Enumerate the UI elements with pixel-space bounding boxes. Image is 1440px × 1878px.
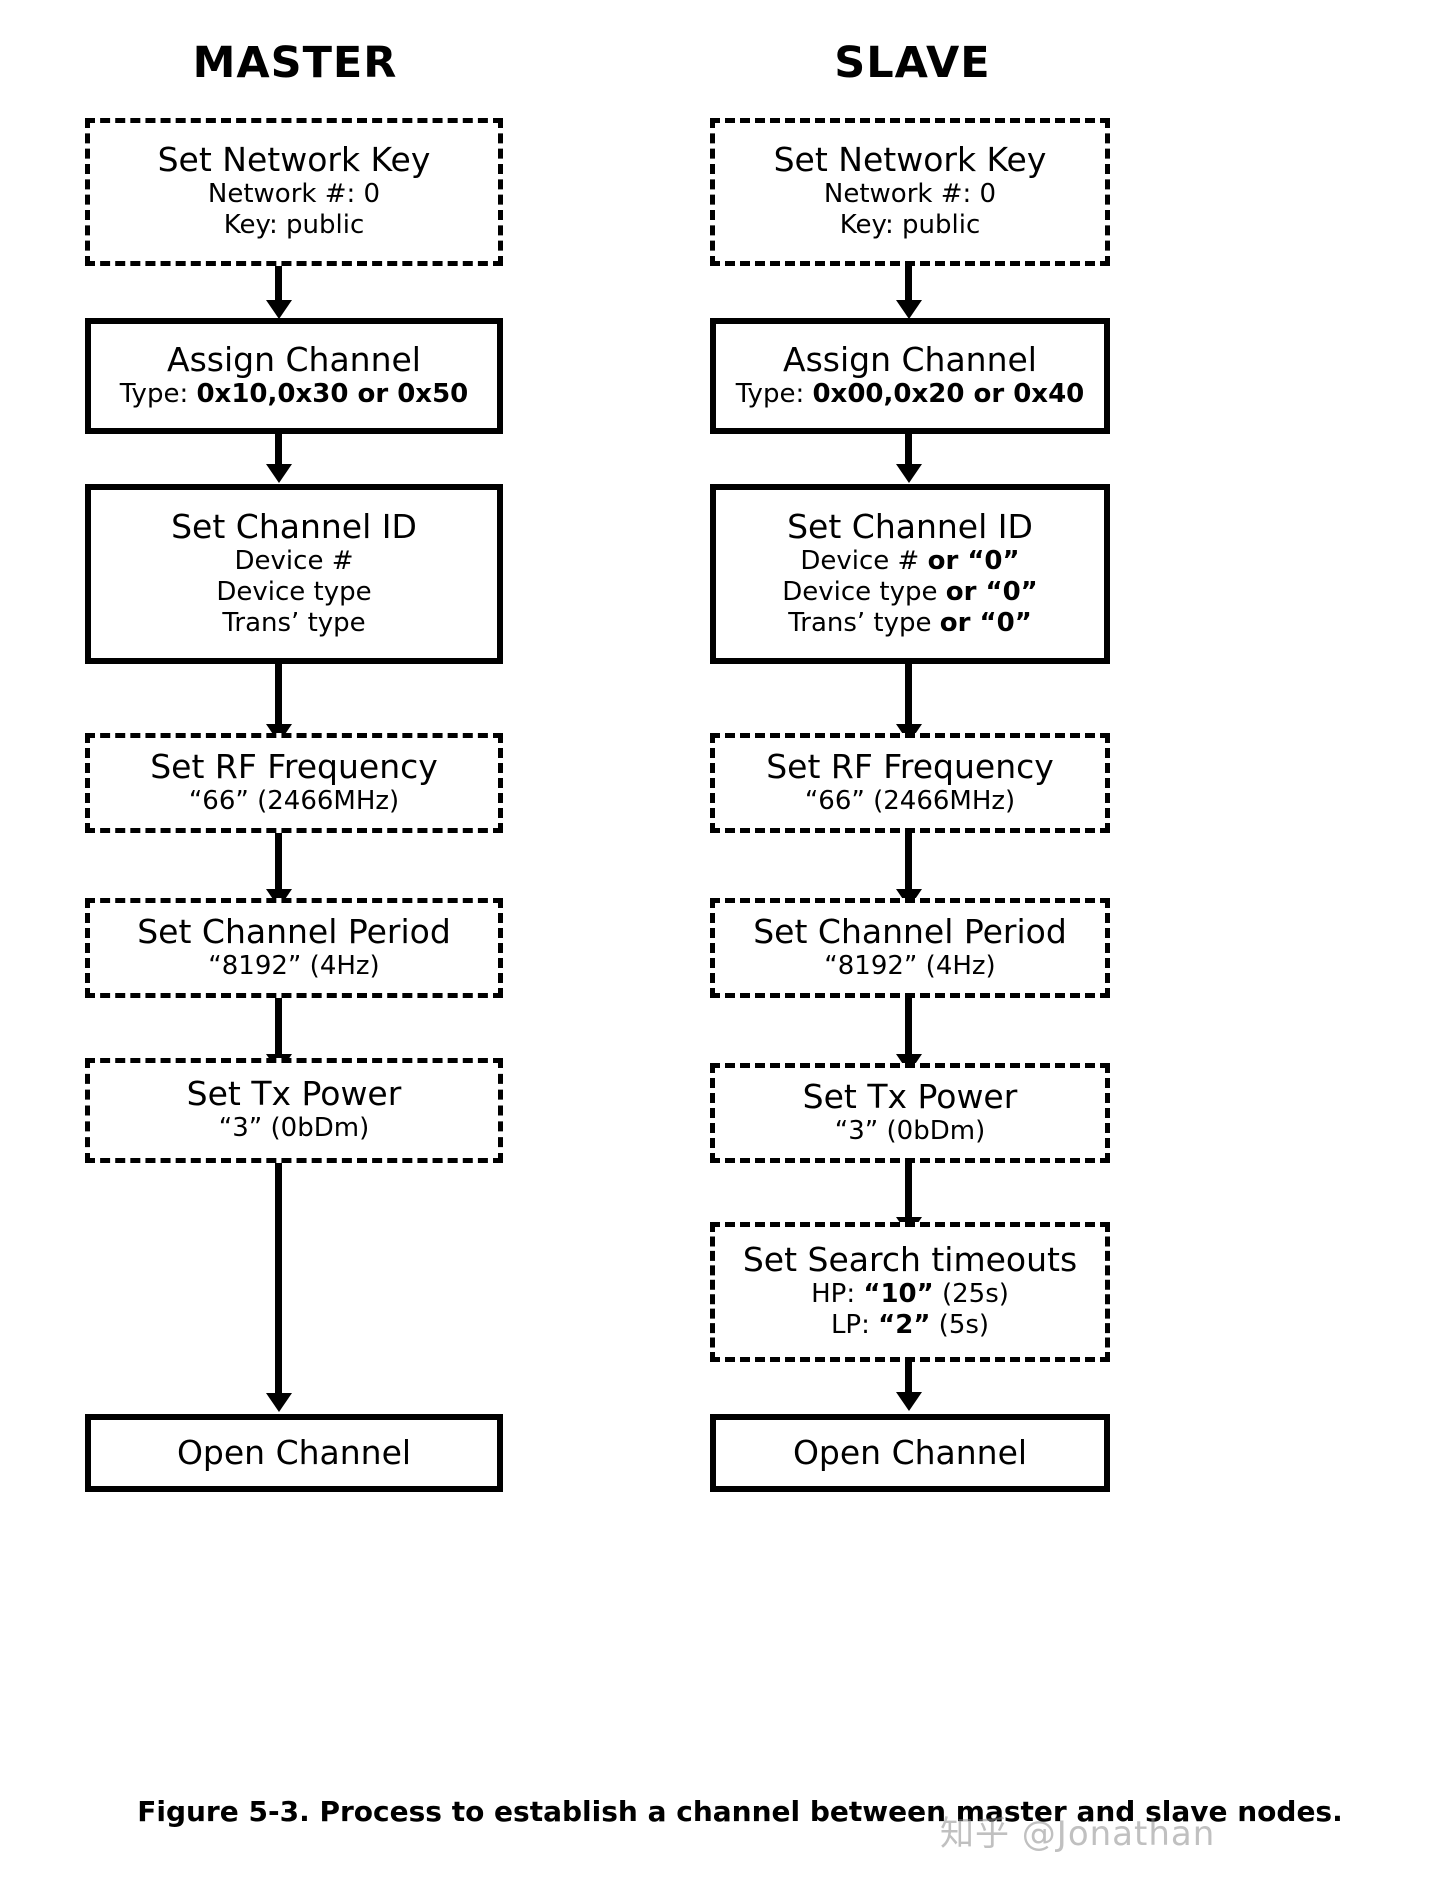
node-line-label: Device type: [782, 576, 946, 607]
node-line: Key: public: [223, 210, 365, 241]
node-master-set-tx-power[interactable]: Set Tx Power “3” (0bDm): [85, 1058, 503, 1163]
node-line: Type: 0x00,0x20 or 0x40: [736, 379, 1085, 410]
node-title: Set Channel ID: [787, 506, 1033, 546]
node-line-value: or “0”: [927, 545, 1020, 576]
node-line-value: 0x10,0x30 or 0x50: [196, 378, 469, 409]
node-line-value: or “0”: [939, 608, 1032, 639]
node-title: Set Channel Period: [137, 911, 451, 951]
node-title: Set Network Key: [157, 140, 431, 180]
node-title: Set Channel Period: [753, 911, 1067, 951]
node-title: Assign Channel: [167, 339, 421, 379]
arrow-slave-4: [905, 833, 912, 891]
node-line: “66” (2466MHz): [188, 785, 400, 816]
node-slave-set-channel-period[interactable]: Set Channel Period “8192” (4Hz): [710, 898, 1110, 998]
node-title: Set Network Key: [773, 140, 1047, 180]
node-title: Set RF Frequency: [150, 746, 438, 786]
arrow-slave-7: [905, 1362, 912, 1394]
arrow-master-3: [275, 664, 282, 726]
node-master-set-channel-id[interactable]: Set Channel ID Device # Device type Tran…: [85, 484, 503, 664]
node-line-label: Type:: [735, 378, 813, 409]
arrow-slave-3: [905, 664, 912, 726]
node-master-set-network-key[interactable]: Set Network Key Network #: 0 Key: public: [85, 118, 503, 266]
node-line: Trans’ type: [222, 608, 366, 639]
arrow-slave-2: [905, 434, 912, 466]
node-line-label: Trans’ type: [788, 608, 940, 639]
arrow-master-5: [275, 998, 282, 1056]
node-line: Device type: [216, 576, 372, 607]
node-line: Trans’ type or “0”: [788, 608, 1032, 639]
node-title: Set Tx Power: [802, 1076, 1018, 1116]
node-line: “66” (2466MHz): [804, 785, 1016, 816]
node-master-set-channel-period[interactable]: Set Channel Period “8192” (4Hz): [85, 898, 503, 998]
node-slave-set-network-key[interactable]: Set Network Key Network #: 0 Key: public: [710, 118, 1110, 266]
figure-caption: Figure 5-3. Process to establish a chann…: [0, 1795, 1440, 1828]
node-slave-set-rf-frequency[interactable]: Set RF Frequency “66” (2466MHz): [710, 733, 1110, 833]
node-line: Device type or “0”: [782, 577, 1038, 608]
node-line: Device # or “0”: [800, 546, 1019, 577]
arrow-slave-6: [905, 1163, 912, 1219]
node-line: Type: 0x10,0x30 or 0x50: [120, 379, 469, 410]
figure-caption-text: Figure 5-3. Process to establish a chann…: [137, 1795, 1343, 1828]
node-line-unit: (5s): [930, 1310, 990, 1341]
node-line: HP: “10” (25s): [811, 1279, 1009, 1310]
node-line: Network #: 0: [207, 179, 381, 210]
node-line-value: or “0”: [945, 576, 1038, 607]
node-line: Key: public: [839, 210, 981, 241]
node-title: Set RF Frequency: [766, 746, 1054, 786]
node-slave-open-channel[interactable]: Open Channel: [710, 1414, 1110, 1492]
node-master-open-channel[interactable]: Open Channel: [85, 1414, 503, 1492]
node-line-label: HP:: [811, 1279, 864, 1310]
node-master-set-rf-frequency[interactable]: Set RF Frequency “66” (2466MHz): [85, 733, 503, 833]
node-master-assign-channel[interactable]: Assign Channel Type: 0x10,0x30 or 0x50: [85, 318, 503, 434]
node-line: “3” (0bDm): [218, 1113, 370, 1144]
node-title: Set Search timeouts: [742, 1240, 1078, 1280]
node-line-unit: (25s): [933, 1279, 1009, 1310]
node-title: Assign Channel: [783, 339, 1037, 379]
node-slave-set-channel-id[interactable]: Set Channel ID Device # or “0” Device ty…: [710, 484, 1110, 664]
node-line: LP: “2” (5s): [831, 1310, 989, 1341]
node-line-value: “10”: [863, 1279, 934, 1310]
node-title: Open Channel: [176, 1432, 412, 1472]
node-line-value: 0x00,0x20 or 0x40: [812, 378, 1085, 409]
arrow-master-4: [275, 833, 282, 891]
arrow-slave-5: [905, 998, 912, 1056]
node-slave-assign-channel[interactable]: Assign Channel Type: 0x00,0x20 or 0x40: [710, 318, 1110, 434]
node-line: “8192” (4Hz): [824, 950, 996, 981]
arrow-master-2: [275, 434, 282, 466]
node-title: Set Tx Power: [186, 1074, 402, 1114]
arrow-master-6: [275, 1163, 282, 1395]
column-header-master: MASTER: [192, 38, 398, 88]
column-header-slave: SLAVE: [834, 38, 991, 88]
node-title: Set Channel ID: [171, 506, 417, 546]
node-line-label: LP:: [830, 1310, 879, 1341]
arrow-slave-1: [905, 266, 912, 302]
node-title: Open Channel: [792, 1432, 1028, 1472]
node-line: Network #: 0: [823, 179, 997, 210]
node-slave-set-tx-power[interactable]: Set Tx Power “3” (0bDm): [710, 1063, 1110, 1163]
node-line-label: Type:: [119, 378, 197, 409]
node-line-label: Device #: [800, 545, 928, 576]
node-line: Device #: [234, 545, 354, 576]
node-line: “3” (0bDm): [834, 1115, 986, 1146]
arrow-master-1: [275, 266, 282, 302]
node-line: “8192” (4Hz): [208, 950, 380, 981]
node-line-value: “2”: [878, 1310, 931, 1341]
node-slave-set-search-timeouts[interactable]: Set Search timeouts HP: “10” (25s) LP: “…: [710, 1222, 1110, 1362]
